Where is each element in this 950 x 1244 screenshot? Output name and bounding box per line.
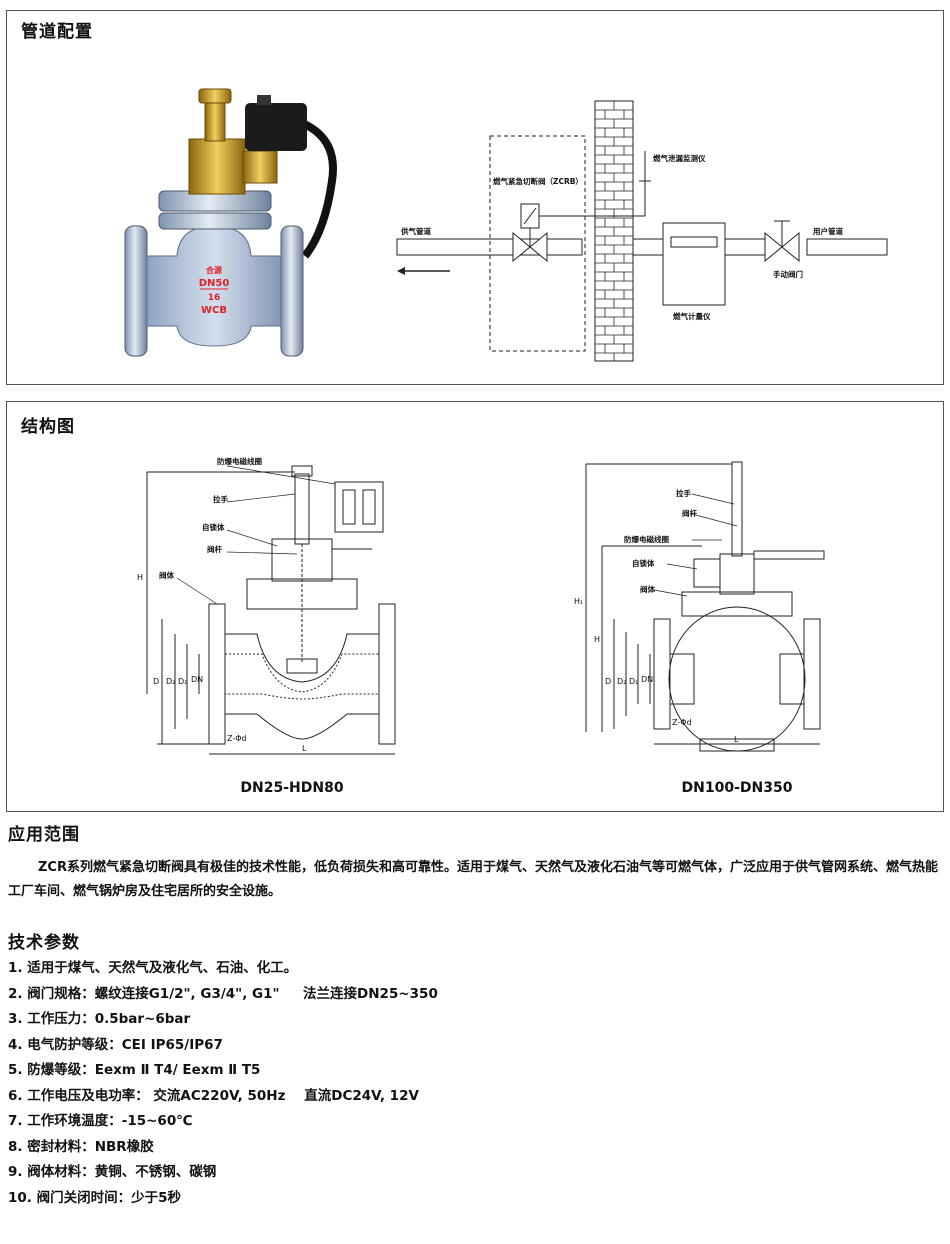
dim-dn-left: DN <box>191 675 203 684</box>
specs-title: 技术参数 <box>8 933 80 953</box>
spec-item: 2. 阀门规格：螺纹连接G1/2", G3/4", G1" 法兰连接DN25~3… <box>8 985 438 1002</box>
panel-title: 结构图 <box>21 417 75 437</box>
spec-item: 1. 适用于煤气、天然气及液化气、石油、化工。 <box>8 960 298 976</box>
spec-item: 4. 电气防护等级：CEI IP65/IP67 <box>8 1036 223 1053</box>
label-coil-right: 防爆电磁线圈 <box>624 534 669 544</box>
panel-title: 管道配置 <box>21 22 93 42</box>
dim-dn-right: DN <box>641 675 653 684</box>
label-stem-left: 阀杆 <box>207 544 222 554</box>
brick-wall <box>594 100 634 362</box>
label-user-pipe: 用户管道 <box>813 226 843 236</box>
application-title: 应用范围 <box>8 825 80 845</box>
label-gas-meter: 燃气计量仪 <box>673 311 711 321</box>
valve-product-image: 合源 DN50 16 WCB <box>124 88 337 357</box>
spec-item: 8. 密封材料：NBR橡胶 <box>8 1138 154 1155</box>
label-supply-pipe: 供气管道 <box>400 226 431 236</box>
label-body-left: 阀体 <box>159 570 174 580</box>
dim-d2-left: D₂ <box>166 677 175 686</box>
valve-mark-material: WCB <box>201 305 227 316</box>
spec-item: 6. 工作电压及电功率： 交流AC220V, 50Hz 直流DC24V, 12V <box>8 1087 419 1104</box>
valve-mark-size: DN50 <box>199 278 230 289</box>
label-stem-right: 阀杆 <box>682 508 697 518</box>
piping-diagram: 燃气泄漏监测仪 燃气紧急切断阀（ZCRB） 供气管道 燃气计量仪 用户管道 手动… <box>396 100 888 362</box>
application-text: ZCR系列燃气紧急切断阀具有极佳的技术性能，低负荷损失和高可靠性。适用于煤气、天… <box>8 860 938 899</box>
dim-bolt-right: Z-Φd <box>672 718 692 727</box>
label-body-right: 阀体 <box>640 584 655 594</box>
spec-item: 7. 工作环境温度：-15~60℃ <box>8 1113 193 1129</box>
dim-h-left: H <box>137 573 143 582</box>
dim-d1-left: D₁ <box>178 677 187 686</box>
caption-small-valve: DN25-HDN80 <box>240 780 344 796</box>
dim-l-right: L <box>734 735 739 744</box>
dim-h1-right: H₁ <box>574 597 583 606</box>
label-handle-right: 拉手 <box>676 488 691 498</box>
valve-mark-brand: 合源 <box>205 265 222 275</box>
spec-item: 10. 阀门关闭时间：少于5秒 <box>8 1189 182 1206</box>
caption-large-valve: DN100-DN350 <box>681 780 793 796</box>
dim-d-left: D <box>153 677 159 686</box>
label-lock-left: 自锁体 <box>202 522 225 532</box>
dim-h-right: H <box>594 635 600 644</box>
dim-l-left: L <box>302 744 307 753</box>
dim-d-right: D <box>605 677 611 686</box>
label-lock-right: 自锁体 <box>632 558 655 568</box>
valve-mark-pressure: 16 <box>208 293 221 303</box>
label-manual-valve: 手动阀门 <box>773 269 803 279</box>
spec-item: 3. 工作压力：0.5bar~6bar <box>8 1011 191 1027</box>
piping-config-panel: 管道配置 <box>6 10 944 385</box>
label-leak-monitor: 燃气泄漏监测仪 <box>653 153 706 163</box>
spec-item: 9. 阀体材料：黄铜、不锈钢、碳钢 <box>8 1164 217 1180</box>
dim-d2-right: D₂ <box>617 677 626 686</box>
spec-item: 5. 防爆等级：Eexm Ⅱ T4/ Eexm Ⅱ T5 <box>8 1062 261 1078</box>
label-coil-left: 防爆电磁线圈 <box>217 456 262 466</box>
label-handle-left: 拉手 <box>213 494 228 504</box>
structure-panel: 结构图 <box>6 401 944 812</box>
label-emergency-valve: 燃气紧急切断阀（ZCRB） <box>493 176 583 186</box>
structure-drawing-large: 拉手 阀杆 防爆电磁线圈 自锁体 阀体 H₁ H D D₂ D₁ DN L Z-… <box>574 461 825 752</box>
dim-bolt-left: Z-Φd <box>227 734 247 743</box>
dim-d1-right: D₁ <box>629 677 638 686</box>
specs-list: 1. 适用于煤气、天然气及液化气、石油、化工。 2. 阀门规格：螺纹连接G1/2… <box>8 956 438 1211</box>
structure-drawing-small: 防爆电磁线圈 拉手 自锁体 阀杆 阀体 H D D₂ D₁ DN L Z-Φd <box>137 456 396 755</box>
